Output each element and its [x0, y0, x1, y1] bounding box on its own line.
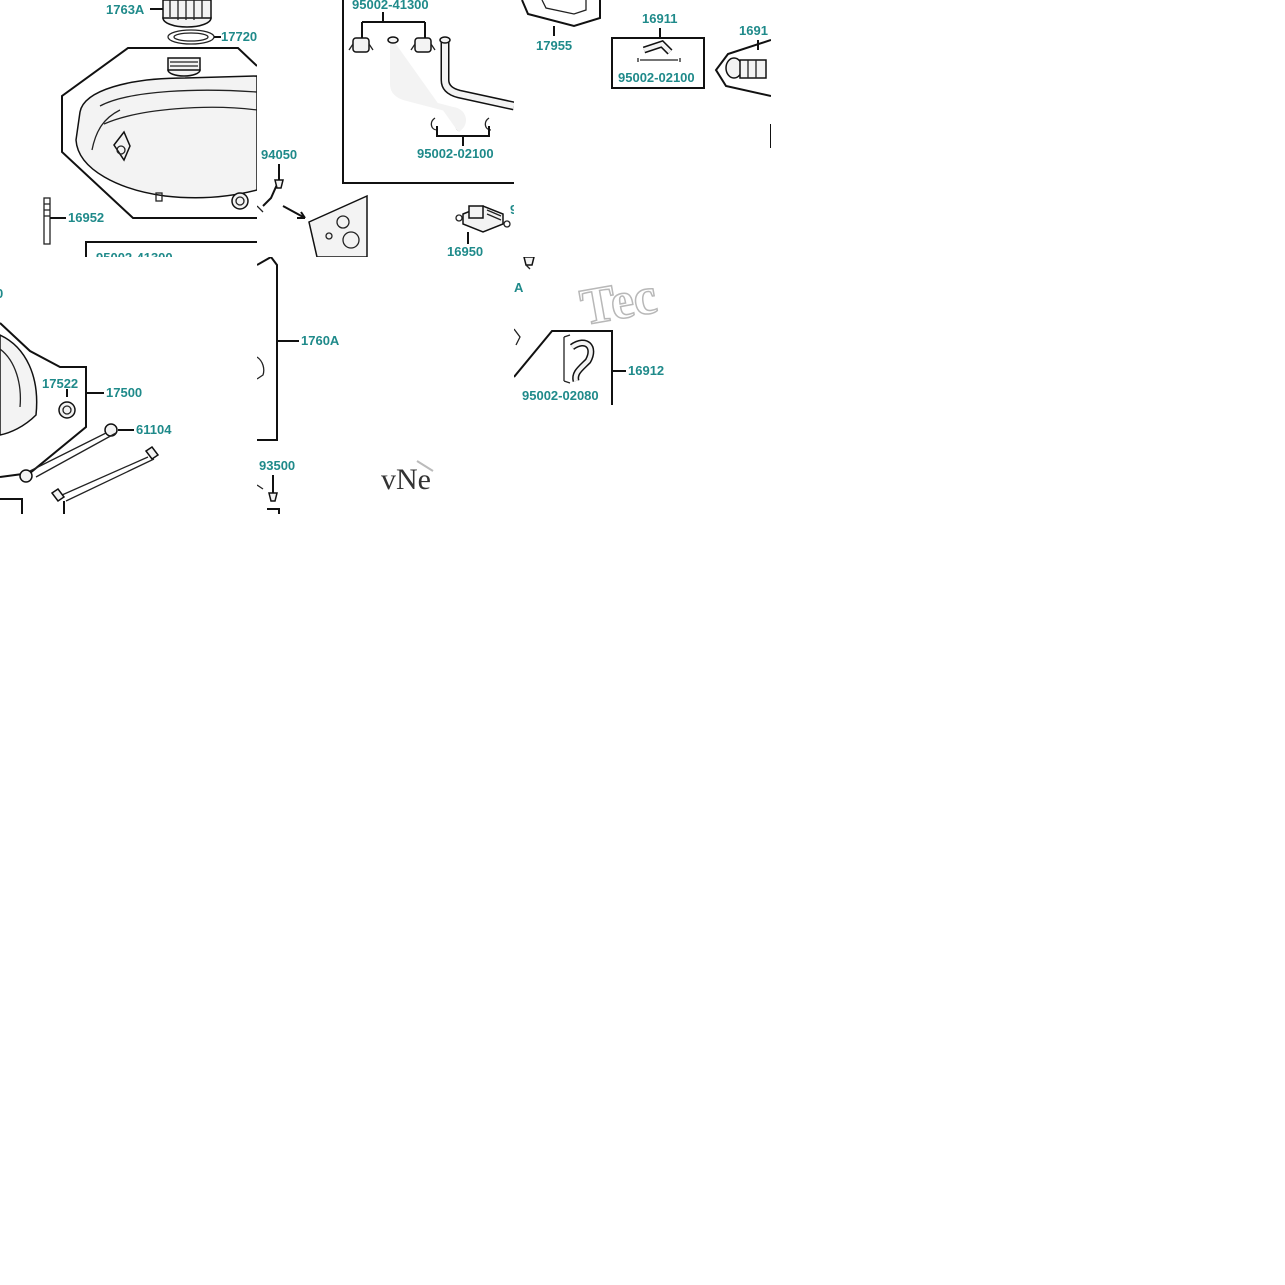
watermark-vnet: vNe	[381, 463, 431, 496]
tile-tank-side: 0 17522 17500 61104	[0, 257, 257, 514]
label-hose-kit-top: 95002-41300	[352, 0, 429, 12]
tank-assy-drawing: 1760A 93500 vNe	[257, 257, 434, 514]
screw-small-part	[523, 257, 535, 270]
label-partial-a: A	[514, 280, 524, 295]
tank-body-part	[75, 57, 257, 210]
label-partial-9: 9	[510, 202, 514, 217]
bolt-small-part	[274, 179, 284, 189]
label-cut: 95002-41300	[96, 250, 173, 257]
group-frame-side	[514, 330, 613, 405]
tile-fuel-tank: 1763A 17720	[0, 0, 257, 257]
tile-tank-assy: 1760A 93500 vNe	[257, 257, 514, 514]
fuel-tank-drawing: 1763A 17720	[43, 0, 257, 257]
tile-hoses: 95002-41300 95002-02100 94050	[257, 0, 514, 257]
hoses-drawing: 95002-41300 95002-02100 94050	[257, 0, 514, 257]
label-hose-small: 16911	[642, 11, 677, 26]
stud-part	[43, 197, 51, 245]
label-partial-zero: 0	[0, 286, 3, 301]
hose-left	[392, 40, 464, 131]
label-screw: 93500	[259, 458, 295, 473]
bolt-lower-part	[50, 445, 160, 503]
label-tank-assy: 1760A	[301, 333, 340, 348]
label-filter-partial: 1691	[739, 23, 768, 38]
grommet-part	[58, 401, 76, 419]
group-frame-hoses	[342, 0, 514, 184]
gasket-part	[167, 29, 215, 45]
bracket-drawing: 17955 16911 95002-02100 1691	[521, 0, 771, 148]
label-bolt: 61104	[136, 422, 172, 437]
side-hose-drawing: A Tec 16912 95002-02080	[514, 257, 664, 405]
fuel-cap-part	[162, 0, 212, 28]
bolt-part	[19, 423, 118, 483]
label-gasket: 17720	[221, 29, 257, 44]
label-bracket: 17955	[536, 38, 572, 53]
arrow	[282, 205, 306, 219]
tile-bracket: 17955 16911 95002-02100 1691	[514, 0, 771, 257]
label-clip-bottom: 95002-02100	[417, 146, 494, 161]
label-cap: 1763A	[106, 2, 145, 17]
group-frame	[61, 47, 257, 219]
label-stud: 16952	[68, 210, 104, 225]
hose-side-part	[563, 334, 595, 384]
bracket-part	[521, 0, 601, 28]
group-frame-assy	[257, 257, 278, 441]
hose-clamp-left	[348, 37, 374, 53]
group-frame-small	[611, 37, 705, 89]
plate-part	[308, 194, 368, 257]
label-hose-side: 16912	[628, 363, 664, 378]
hose-small-part	[637, 39, 681, 62]
label-clip-small: 95002-02100	[618, 70, 695, 85]
screw-part	[257, 484, 278, 502]
label-bolt-small: 94050	[261, 147, 297, 162]
group-frame-filter	[714, 39, 771, 97]
fuel-cock-part	[455, 205, 511, 233]
label-clip-side: 95002-02080	[522, 388, 599, 403]
tile-side-hose: A Tec 16912 95002-02080	[514, 257, 771, 405]
tank-side-drawing: 0 17522 17500 61104	[0, 286, 172, 514]
hose-clamp-right	[410, 37, 436, 53]
label-cock: 16950	[447, 244, 483, 257]
fuel-filter-part	[725, 57, 767, 79]
tank-side-part	[0, 334, 38, 436]
label-tank: 17500	[106, 385, 142, 400]
label-grommet: 17522	[42, 376, 78, 391]
watermark-tech: Tec	[576, 267, 661, 336]
